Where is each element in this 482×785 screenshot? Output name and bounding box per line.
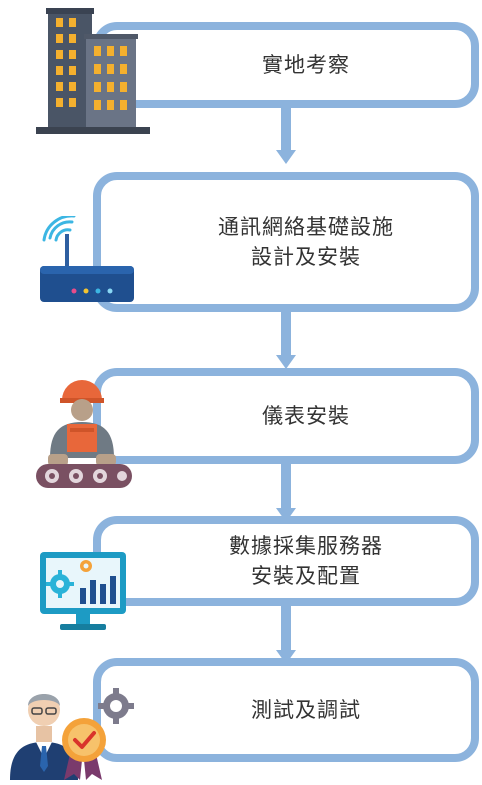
engineer-badge-icon — [10, 688, 134, 780]
connector-2 — [281, 310, 291, 356]
monitor-chart-icon — [40, 552, 126, 630]
router-icon — [40, 216, 134, 302]
connector-1 — [281, 104, 291, 150]
step-box-data-server: 數據採集服務器 安裝及配置 — [93, 516, 479, 606]
step-label: 通訊網絡基礎設施 設計及安裝 — [178, 212, 394, 272]
step-box-site-survey: 實地考察 — [93, 22, 479, 108]
step-text: 實地考察 — [262, 53, 350, 77]
connector-3 — [281, 462, 291, 510]
step-box-instrument-installation: 儀表安裝 — [93, 368, 479, 464]
step-text: 測試及調試 — [251, 698, 361, 722]
arrow-2 — [276, 355, 296, 369]
step-text: 數據採集服務器 — [229, 534, 383, 558]
step-text: 設計及安裝 — [251, 245, 361, 269]
step-text: 安裝及配置 — [251, 564, 361, 588]
step-box-network-infrastructure: 通訊網絡基礎設施 設計及安裝 — [93, 172, 479, 312]
step-label: 測試及調試 — [211, 695, 361, 725]
worker-icon — [36, 380, 132, 488]
step-label: 數據採集服務器 安裝及配置 — [189, 531, 383, 591]
step-box-testing: 測試及調試 — [93, 658, 479, 762]
step-text: 儀表安裝 — [262, 404, 350, 428]
step-label: 實地考察 — [222, 50, 350, 80]
step-text: 通訊網絡基礎設施 — [218, 215, 394, 239]
arrow-1 — [276, 150, 296, 164]
building-icon — [36, 8, 150, 134]
step-label: 儀表安裝 — [222, 401, 350, 431]
connector-4 — [281, 602, 291, 652]
